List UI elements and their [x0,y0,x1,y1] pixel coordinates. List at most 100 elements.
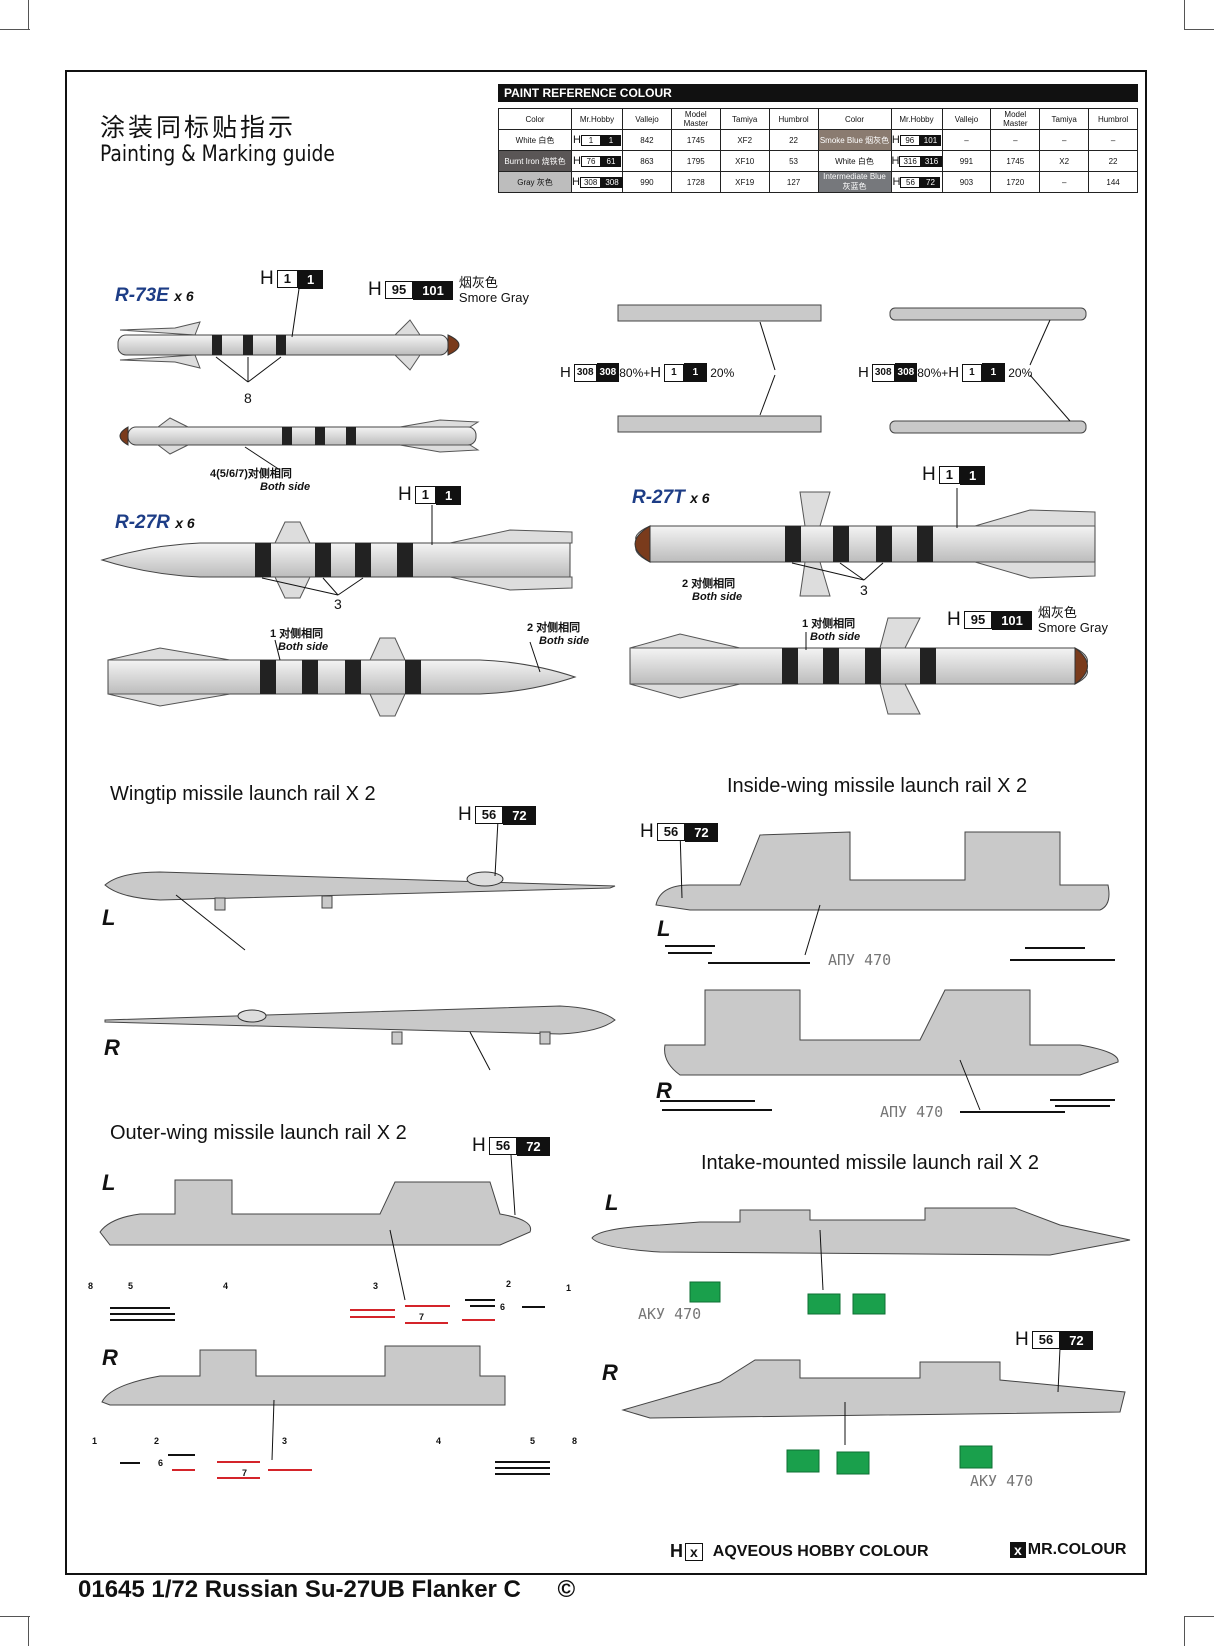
code-black: 101 [413,280,453,300]
decal-bars [110,945,1115,1475]
legend-mr-label: MR.COLOUR [1027,1541,1127,1558]
pylon-left-pair [617,304,822,433]
h-letter: H [398,484,412,505]
code-white: 1 [664,363,684,382]
pylon-right-pair [889,307,1087,434]
inside-L: L [657,916,671,941]
both-side-en: Both side [810,631,861,643]
code-black: 1 [959,465,986,485]
code-black: 308 [601,176,623,188]
title-cn: 涂装同标贴指示 [100,113,297,142]
wingtip-rail-right [104,1005,616,1071]
callout-number: 2 [527,622,534,634]
decal-green-placards [689,1281,993,1475]
paint-reference-table: PAINT REFERENCE COLOUR Color Mr.Hobby Va… [498,84,1138,193]
code-black: 1 [297,269,324,289]
code-white: 1 [414,486,436,504]
callout-number: 1 [270,628,277,640]
legend-mr-colour: x MR.COLOUR [1010,1541,1126,1559]
h-letter: H [922,464,936,485]
intake-rail-left [591,1207,1131,1291]
code-black: 1 [435,485,462,505]
r27t-name: R-27T x 6 [632,487,710,509]
inside-title: Inside-wing missile launch rail X 2 [727,775,1028,797]
r27t-missile-bottom [629,617,1088,715]
decal-number: 6 [500,1302,506,1312]
code-black: 1 [683,363,708,382]
mix-pct-b: 20% [710,365,735,380]
both-side-en: Both side [692,591,743,603]
code-white: 308 [579,176,602,188]
table-cell: 127 [768,171,819,193]
outer-title: Outer-wing missile launch rail X 2 [110,1122,407,1144]
color-cell: Burnt Iron 烧铁色 [498,150,572,172]
code-white: 308 [573,363,597,382]
h-letter: H [670,1541,683,1561]
code-white: 56 [488,1137,518,1155]
code-black: 101 [919,134,942,146]
code-white: 56 [656,823,686,841]
code-black: 61 [600,155,621,167]
code-white: 76 [580,155,601,167]
paint-table-grid: Color Mr.Hobby Vallejo Model Master Tami… [498,108,1138,193]
crop-mark [1184,1616,1214,1617]
decal-number: 3 [373,1281,379,1291]
legend-box-white: x [685,1542,703,1561]
decal-red-bars [172,1305,495,1479]
side-cn: 对侧相同 [536,622,581,634]
decal-number: 2 [154,1436,160,1446]
intake-L: L [605,1190,619,1215]
intake-title: Intake-mounted missile launch rail X 2 [701,1152,1039,1174]
color-note-en: Smore Gray [1037,620,1108,635]
inside-stencil-L: АПУ 470 [828,951,892,969]
table-cell: 144 [1088,171,1138,193]
r27r-missile-top [100,505,573,599]
footer: 01645 1/72 Russian Su-27UB Flanker C © [78,1576,575,1604]
callout-number: 1 [802,618,809,630]
code-white: 95 [963,611,993,629]
side-cn: 对侧相同 [691,578,736,590]
h-letter: H [368,279,382,300]
r27r-name: R-27R x 6 [115,512,195,534]
r73e-name-text: R-73E [115,285,169,306]
code-white: 56 [474,806,504,824]
intake-rail-right [621,1347,1126,1445]
h-letter: H [458,804,472,825]
decal-number: 4 [436,1436,442,1446]
h-letter: H [948,364,960,381]
code-white: 95 [384,281,414,299]
color-cell: Smoke Blue 烟灰色 [817,129,892,151]
r73e-missile-top [117,281,460,383]
h-letter: H [560,364,571,381]
outer-rail-right [101,1345,506,1461]
outer-rail-left [99,1139,532,1301]
h-letter: H [1015,1329,1029,1350]
color-cell: Intermediate Blue 灰蓝色 [817,171,892,193]
side-cn: 对侧相同 [811,618,856,630]
legend-aqueous-label: AQVEOUS HOBBY COLOUR [712,1542,929,1560]
intake-stencil-L: АКУ 470 [638,1305,702,1323]
crop-mark [1184,1616,1185,1646]
callout-side-text: 4(5/6/7)对侧相同 [210,468,292,480]
code-white: 316 [899,155,921,167]
code-white: 56 [900,176,921,188]
crop-mark [0,1616,30,1617]
wingtip-R: R [104,1035,120,1060]
code-black: 72 [517,1136,550,1156]
